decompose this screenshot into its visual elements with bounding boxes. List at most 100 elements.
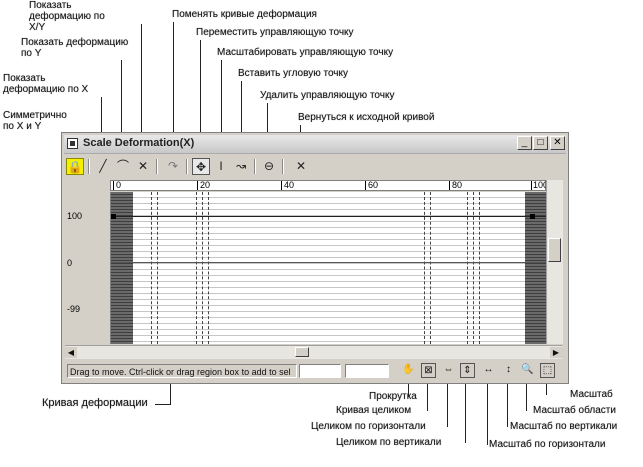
leader-line xyxy=(121,60,122,159)
ruler-label: 0 xyxy=(116,180,122,190)
swap-curves-icon[interactable]: ↷ xyxy=(167,159,179,173)
lock-icon[interactable]: 🔒 xyxy=(66,158,84,175)
zoom-icon[interactable]: 🔍 xyxy=(521,364,534,375)
leader-line xyxy=(241,81,242,159)
leader-line xyxy=(101,97,102,159)
insert-corner-icon[interactable]: ↝ xyxy=(235,159,247,173)
toolbar-separator xyxy=(88,159,90,174)
zoom-horizontal-extents-icon[interactable]: ⇔ xyxy=(443,364,454,375)
ruler-label: 100 xyxy=(533,180,549,190)
leader-line xyxy=(465,375,466,443)
zoom-vertical-icon[interactable]: ↕ xyxy=(506,364,511,375)
status-bar: Drag to move. Ctrl-click or drag region … xyxy=(65,362,565,380)
scroll-left-arrow[interactable]: ◀ xyxy=(65,347,77,358)
status-text: Drag to move. Ctrl-click or drag region … xyxy=(67,364,297,378)
deformation-graph[interactable] xyxy=(110,192,547,344)
leader-line xyxy=(221,60,222,159)
delete-point-icon[interactable]: ⊖ xyxy=(263,159,275,173)
leader-line xyxy=(526,375,527,411)
minimize-button[interactable]: _ xyxy=(517,136,532,150)
ruler-tick xyxy=(449,181,450,190)
vertical-scroll-thumb[interactable] xyxy=(548,238,561,262)
label-scale: Масштабировать управляющую точку xyxy=(217,47,394,58)
zoom-region-icon[interactable]: ⬚ xyxy=(540,363,555,378)
grid-divider xyxy=(151,192,152,344)
title-bar[interactable]: Scale Deformation(X) _ □ ✕ xyxy=(64,135,566,154)
move-point-icon[interactable]: ✥ xyxy=(192,158,210,175)
label-zoom-region: Масштаб области xyxy=(533,405,616,416)
leader-line xyxy=(141,24,142,159)
grid-divider xyxy=(196,192,197,344)
hand-pan-icon[interactable]: ✋ xyxy=(402,364,415,375)
label-zoom-v-extents: Целиком по вертикали xyxy=(336,437,442,448)
leader-line xyxy=(173,22,174,159)
y-label-bottom: -99 xyxy=(67,304,81,314)
toolbar-separator xyxy=(156,159,158,174)
graph-edge-band xyxy=(111,192,133,344)
y-axis-labels: 100 0 -99 xyxy=(65,192,109,344)
x-ruler: 0 20 40 60 80 100 xyxy=(110,180,549,191)
ruler-label: 60 xyxy=(368,180,379,190)
leader-line xyxy=(408,375,409,397)
zoom-horizontal-icon[interactable]: ↔ xyxy=(483,364,494,375)
y-label-mid: 0 xyxy=(67,258,73,268)
curve-x-icon[interactable]: ╱ xyxy=(99,159,107,173)
control-point-start[interactable] xyxy=(111,214,116,219)
leader-line xyxy=(155,404,171,405)
coord-field-y[interactable] xyxy=(345,364,389,378)
ruler-tick xyxy=(197,181,198,190)
ruler-tick xyxy=(365,181,366,190)
maximize-button[interactable]: □ xyxy=(533,136,548,150)
grid-divider xyxy=(157,192,158,344)
toolbar-separator xyxy=(186,159,188,174)
deformation-curve[interactable] xyxy=(111,216,547,217)
ruler-label: 20 xyxy=(200,180,211,190)
leader-line xyxy=(447,375,448,427)
zoom-vertical-extents-icon[interactable]: ⇕ xyxy=(460,363,475,378)
ruler-label: 80 xyxy=(452,180,463,190)
coord-field-x[interactable] xyxy=(299,364,341,378)
control-point-end[interactable] xyxy=(530,214,535,219)
label-zoom: Масштаб xyxy=(570,389,613,400)
label-show-x: Показать деформацию по X xyxy=(3,73,89,95)
horizontal-scrollbar[interactable]: ◀ ▶ xyxy=(65,345,562,359)
leader-line xyxy=(267,103,268,159)
scale-deformation-window: Scale Deformation(X) _ □ ✕ 🔒 ╱ ⌒ ✕ ↷ ✥ I… xyxy=(61,132,569,384)
grid-divider xyxy=(479,192,480,344)
scroll-right-arrow[interactable]: ▶ xyxy=(550,347,562,358)
grid-divider xyxy=(430,192,431,344)
label-reset: Вернуться к исходной кривой xyxy=(298,112,435,123)
label-zoom-v: Масштаб по вертикали xyxy=(510,421,618,432)
leader-line xyxy=(427,375,428,411)
leader-line xyxy=(487,375,488,445)
graph-edge-band xyxy=(525,192,547,344)
label-show-xy: Показать деформацию по X/Y xyxy=(29,0,105,33)
window-title: Scale Deformation(X) xyxy=(83,137,195,149)
leader-line xyxy=(507,375,508,427)
zoom-extents-icon[interactable]: ⊠ xyxy=(421,363,436,378)
label-delete: Удалить управляющую точку xyxy=(260,90,395,101)
y-label-top: 100 xyxy=(67,211,83,221)
leader-line xyxy=(546,375,547,395)
scale-point-icon[interactable]: I xyxy=(219,159,223,173)
curve-y-icon[interactable]: ⌒ xyxy=(116,159,129,173)
toolbar-separator xyxy=(254,159,256,174)
label-zoom-h: Масштаб по горизонтали xyxy=(489,439,606,450)
grid-divider xyxy=(208,192,209,344)
curve-xy-icon[interactable]: ✕ xyxy=(137,159,149,173)
close-button[interactable]: ✕ xyxy=(550,136,565,150)
app-icon xyxy=(67,138,78,149)
label-symmetric: Симметрично по X и Y xyxy=(3,110,67,132)
label-zoom-h-extents: Целиком по горизонтали xyxy=(311,421,426,432)
label-curve: Кривая деформации xyxy=(42,397,148,409)
label-pan: Прокрутка xyxy=(369,391,417,402)
ruler-tick xyxy=(531,181,532,190)
label-swap: Поменять кривые деформация xyxy=(172,9,317,20)
grid-divider xyxy=(424,192,425,344)
grid-divider xyxy=(467,192,468,344)
leader-line xyxy=(200,40,201,159)
label-move: Переместить управляющую точку xyxy=(196,27,354,38)
vertical-scrollbar[interactable] xyxy=(546,180,563,344)
reset-curve-icon[interactable]: ✕ xyxy=(295,159,307,173)
horizontal-scroll-thumb[interactable] xyxy=(295,347,309,357)
